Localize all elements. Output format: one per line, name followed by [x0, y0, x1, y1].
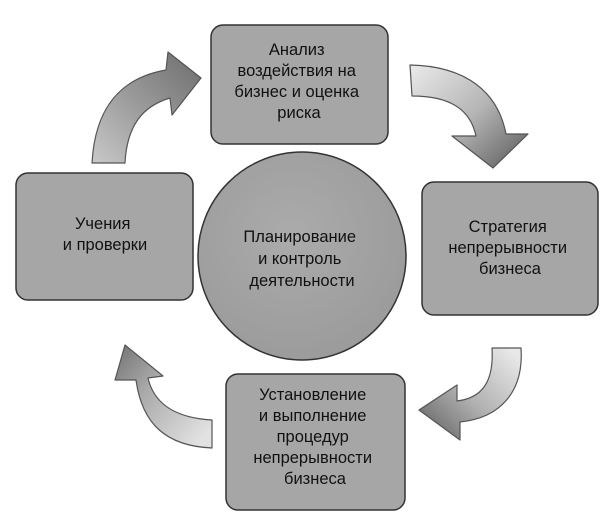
node-procedures-label: Установление и выполнение процедур непре… — [253, 386, 376, 488]
node-strategy-label: Стратегия непрерывности бизнеса — [448, 218, 571, 278]
node-analysis: Анализ воздействия на бизнес и оценка ри… — [210, 24, 389, 145]
center-node: Планирование и контроль деятельности — [197, 151, 407, 361]
arrow-procedures-to-exercises — [114, 344, 213, 449]
node-exercises: Учения и проверки — [15, 172, 194, 301]
node-procedures: Установление и выполнение процедур непре… — [225, 373, 406, 511]
arrow-strategy-to-procedures — [418, 347, 522, 441]
arrow-exercises-to-analysis — [91, 51, 202, 164]
node-exercises-label: Учения и проверки — [63, 215, 147, 254]
node-strategy: Стратегия непрерывности бизнеса — [421, 181, 599, 316]
arrow-analysis-to-strategy — [409, 64, 529, 169]
node-analysis-label: Анализ воздействия на бизнес и оценка ри… — [234, 41, 363, 122]
center-node-label: Планирование и контроль деятельности — [243, 228, 360, 290]
